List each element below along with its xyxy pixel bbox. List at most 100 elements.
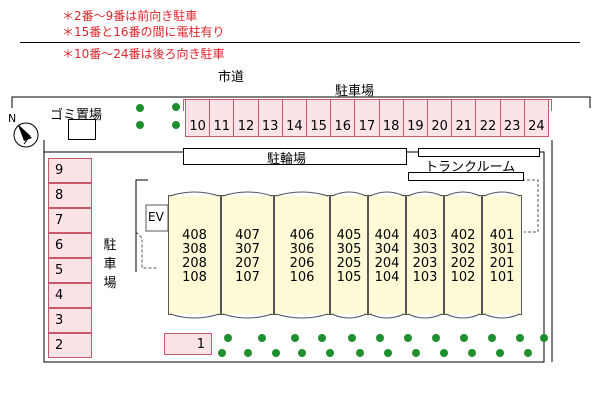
room-number: 202 — [450, 256, 476, 271]
tree-icon — [412, 349, 420, 357]
room-number: 406 — [289, 228, 315, 243]
tree-icon — [298, 349, 306, 357]
room-number: 204 — [374, 256, 400, 271]
room-number: 303 — [412, 242, 438, 257]
room-number: 404 — [374, 228, 400, 243]
tree-icon — [258, 334, 266, 342]
unit-column — [221, 195, 274, 315]
parking-space-2: 2 — [48, 333, 92, 358]
room-number: 207 — [235, 256, 260, 271]
room-number: 106 — [289, 270, 315, 285]
parking-space-8: 8 — [48, 183, 92, 208]
note-divider — [20, 42, 580, 43]
room-number: 102 — [450, 270, 476, 285]
tree-icon — [404, 334, 412, 342]
tree-icon — [244, 349, 252, 357]
parking-space-3: 3 — [48, 308, 92, 333]
room-number: 206 — [289, 256, 315, 271]
parking-label-side: 駐 車 場 — [103, 238, 117, 291]
tree-icon — [318, 334, 326, 342]
note-front-parking: ＊2番～9番は前向き駐車 — [62, 9, 198, 23]
tree-icon — [172, 103, 180, 111]
parking-space-4: 4 — [48, 283, 92, 308]
note-utility-pole: ＊15番と16番の間に電柱有り — [62, 25, 225, 39]
parking-space-1: 1 — [164, 333, 212, 355]
unit-column — [274, 195, 330, 315]
tree-icon — [376, 334, 384, 342]
top-parking-edge — [183, 99, 552, 111]
parking-space-11: 11 — [209, 99, 235, 137]
room-number: 305 — [336, 242, 362, 257]
tree-icon — [218, 349, 226, 357]
tree-icon — [136, 121, 144, 129]
room-number: 407 — [235, 228, 260, 243]
room-number: 405 — [336, 228, 362, 243]
room-number: 306 — [289, 242, 315, 257]
tree-icon — [384, 349, 392, 357]
room-number: 304 — [374, 242, 400, 257]
unit-column — [368, 195, 406, 315]
parking-space-21: 21 — [451, 99, 477, 137]
compass-icon: N — [6, 112, 40, 148]
parking-space-19: 19 — [402, 99, 428, 137]
tree-icon — [524, 349, 532, 357]
garbage-box — [68, 119, 96, 140]
tree-icon — [468, 349, 476, 357]
room-number: 107 — [235, 270, 260, 285]
tree-icon — [432, 334, 440, 342]
parking-space-9: 9 — [48, 158, 92, 183]
tree-icon — [224, 334, 232, 342]
room-number: 408 — [182, 228, 207, 243]
tree-icon — [488, 334, 496, 342]
room-number: 302 — [450, 242, 476, 257]
room-number: 401 — [489, 228, 515, 243]
room-number: 105 — [336, 270, 362, 285]
parking-space-6: 6 — [48, 233, 92, 258]
room-number: 308 — [182, 242, 207, 257]
room-number: 201 — [489, 256, 515, 271]
parking-label-top: 駐車場 — [335, 84, 375, 99]
parking-space-23: 23 — [499, 99, 525, 137]
trunk-room-strip — [408, 172, 524, 181]
tree-icon — [460, 334, 468, 342]
room-number: 203 — [412, 256, 438, 271]
room-number: 208 — [182, 256, 207, 271]
road-label: 市道 — [218, 70, 245, 85]
parking-space-5: 5 — [48, 258, 92, 283]
tree-icon — [540, 334, 548, 342]
tree-icon — [440, 349, 448, 357]
parking-space-12: 12 — [233, 99, 259, 137]
room-number: 108 — [182, 270, 207, 285]
room-number: 101 — [489, 270, 515, 285]
note-back-parking: ＊10番～24番は後ろ向き駐車 — [62, 47, 225, 61]
unit-column — [406, 195, 444, 315]
tree-icon — [496, 349, 504, 357]
unit-column — [444, 195, 482, 315]
room-number: 205 — [336, 256, 362, 271]
parking-space-18: 18 — [378, 99, 404, 137]
room-number: 301 — [489, 242, 515, 257]
trunk-room-strip — [418, 148, 540, 157]
elevator-label: EV — [148, 210, 164, 224]
trunk-room-label: トランクルーム — [425, 160, 516, 175]
unit-column — [482, 195, 522, 315]
tree-icon — [136, 104, 144, 112]
parking-space-10: 10 — [185, 99, 211, 137]
tree-icon — [356, 349, 364, 357]
room-number: 402 — [450, 228, 476, 243]
room-number: 307 — [235, 242, 260, 257]
tree-icon — [516, 334, 524, 342]
parking-space-13: 13 — [257, 99, 283, 137]
room-number: 103 — [412, 270, 438, 285]
parking-space-20: 20 — [427, 99, 453, 137]
parking-space-15: 15 — [306, 99, 332, 137]
